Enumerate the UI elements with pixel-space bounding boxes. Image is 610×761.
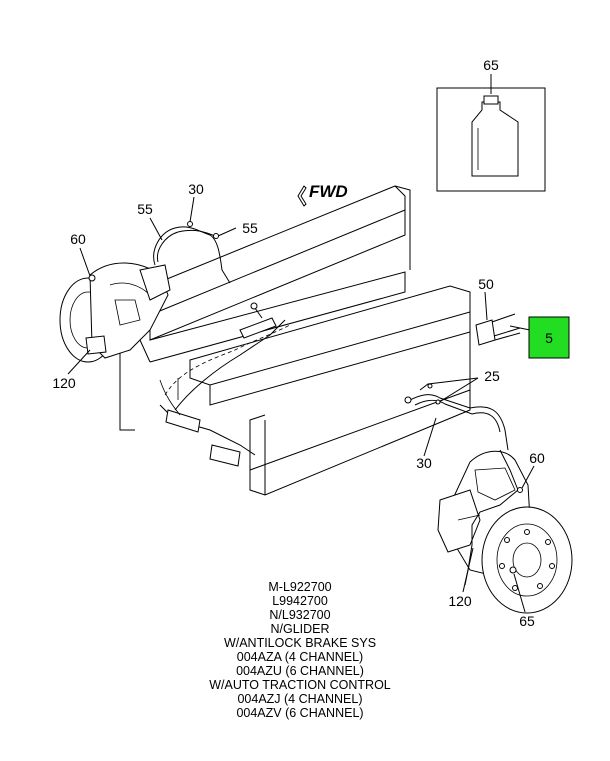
callout-fluid-bottle: 65 <box>483 57 499 73</box>
note-line: N/L932700 <box>269 608 331 622</box>
callout-hub-right: 120 <box>448 593 472 609</box>
callout-clip-left: 55 <box>137 201 153 217</box>
frame-rail-lower <box>189 285 471 496</box>
harness-right: 25 30 <box>404 368 509 471</box>
note-line: W/ANTILOCK BRAKE SYS <box>223 636 377 650</box>
callout-hub-left: 120 <box>52 375 76 391</box>
bottle-cap <box>483 95 499 105</box>
note-line: 004AZA (4 CHANNEL) <box>236 650 364 664</box>
callout-clip-right: 55 <box>242 220 258 236</box>
brake-assembly-left <box>59 221 237 363</box>
hub-left <box>85 335 107 355</box>
center-sensor-body <box>239 317 277 339</box>
note-line: 004AZU (6 CHANNEL) <box>236 664 364 678</box>
note-line: W/AUTO TRACTION CONTROL <box>209 678 391 692</box>
rotor-right <box>481 506 573 614</box>
harness-right-connector-icon <box>404 396 412 404</box>
rotor-right-stud-icon <box>509 566 517 574</box>
frame-rail-upper <box>119 185 411 431</box>
model-notes: M-L922700 L9942700 N/L932700 N/GLIDER W/… <box>150 580 450 720</box>
sensor-right-icon <box>517 487 523 493</box>
fluid-bottle-inset: 65 <box>436 57 546 192</box>
callout-rotor-right: 65 <box>519 613 535 629</box>
highlight-part-box[interactable] <box>528 316 570 359</box>
connector-right: 50 5 <box>475 276 570 359</box>
callout-highlight-part[interactable]: 5 <box>545 330 553 346</box>
fwd-arrow-icon <box>297 185 307 207</box>
note-line: 004AZV (6 CHANNEL) <box>236 706 364 720</box>
callout-harness-top: 30 <box>188 181 204 197</box>
fwd-label: FWD <box>309 182 348 201</box>
center-harness <box>159 302 291 467</box>
note-line: M-L922700 <box>268 580 332 594</box>
connector-50-icon <box>475 319 496 346</box>
callout-connector-right: 50 <box>478 276 494 292</box>
note-line: 004AZJ (4 CHANNEL) <box>237 692 363 706</box>
sensor-left-icon <box>88 274 96 282</box>
note-line: L9942700 <box>272 594 328 608</box>
callout-sensor-right: 60 <box>529 450 545 466</box>
fluid-bottle-icon <box>471 101 519 177</box>
note-line: N/GLIDER <box>270 622 330 636</box>
callout-sensor-left: 60 <box>70 231 86 247</box>
rotor-right-bolts <box>499 529 555 591</box>
callout-harness-right: 30 <box>416 455 432 471</box>
fwd-indicator: FWD <box>297 182 348 207</box>
center-connector-icon <box>250 302 258 310</box>
brake-assembly-right <box>437 449 573 614</box>
callout-clips-right: 25 <box>484 368 500 384</box>
